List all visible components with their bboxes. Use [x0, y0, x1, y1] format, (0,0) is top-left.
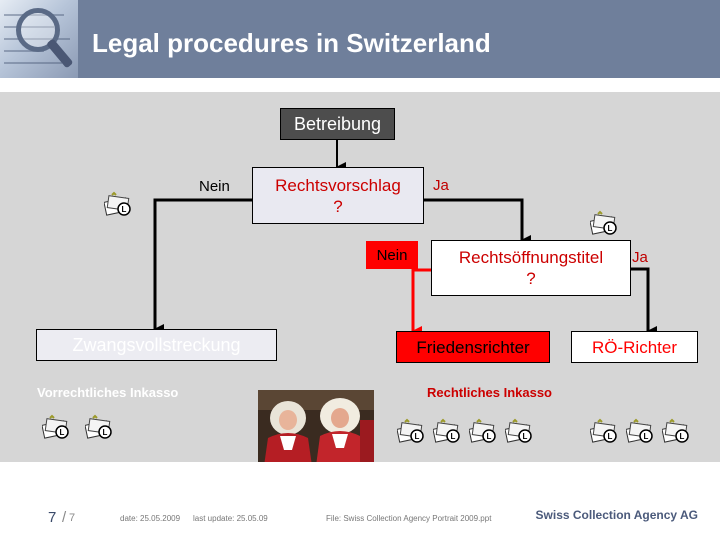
footer-company: Swiss Collection Agency AG	[535, 508, 698, 522]
node-rechtsoeffnungstitel-label: Rechtsöffnungstitel	[458, 248, 604, 267]
money-bag-icon: L	[397, 418, 424, 443]
node-friedensrichter: Friedensrichter	[396, 331, 550, 363]
label-nein-left: Nein	[199, 178, 230, 195]
money-bag-icon: L	[85, 414, 112, 439]
svg-text:L: L	[451, 432, 456, 441]
magnifier-logo-icon	[0, 0, 78, 78]
page-separator: /	[62, 509, 67, 526]
money-bag-icon: L	[662, 418, 689, 443]
arrow-ja-roe-richter	[631, 267, 657, 336]
money-bag-icon: L	[590, 210, 617, 235]
footer-date: date: 25.05.2009	[120, 514, 181, 523]
page-title: Legal procedures in Switzerland	[92, 28, 491, 58]
money-bag-icon: L	[469, 418, 496, 443]
judges-photo	[258, 390, 374, 466]
page-total: 7	[69, 512, 76, 524]
svg-text:L: L	[608, 432, 613, 441]
node-rechtsvorschlag: Rechtsvorschlag ?	[252, 167, 424, 224]
node-rechtsvorschlag-question: ?	[333, 196, 343, 216]
money-bag-icon: L	[590, 418, 617, 443]
svg-text:L: L	[644, 432, 649, 441]
footer-last-update: last update: 25.05.09	[193, 514, 268, 523]
svg-text:L: L	[523, 432, 528, 441]
section-rechtliches-inkasso: Rechtliches Inkasso	[427, 385, 552, 400]
arrow-ja-rechtsoeffnungstitel	[424, 198, 531, 245]
money-bag-icon: L	[626, 418, 653, 443]
svg-text:L: L	[487, 432, 492, 441]
node-rechtsvorschlag-label: Rechtsvorschlag	[275, 175, 401, 195]
header-bar: Legal procedures in Switzerland	[0, 0, 720, 78]
label-ja-right: Ja	[632, 249, 648, 266]
node-rechtsoeffnungstitel-question: ?	[526, 269, 536, 288]
svg-text:L: L	[608, 224, 613, 233]
node-betreibung: Betreibung	[280, 108, 395, 140]
header-divider	[0, 78, 720, 92]
svg-text:L: L	[122, 205, 127, 214]
node-zwangsvollstreckung: Zwangsvollstreckung	[36, 329, 277, 361]
footer-file: File: Swiss Collection Agency Portrait 2…	[326, 514, 492, 523]
footer	[0, 462, 720, 540]
money-bag-icon: L	[104, 191, 131, 216]
svg-text:L: L	[415, 432, 420, 441]
node-roe-richter: RÖ-Richter	[571, 331, 698, 363]
arrow-nein-zwangsvollstreckung	[153, 198, 252, 334]
money-bag-icon: L	[505, 418, 532, 443]
label-nein-red: Nein	[366, 241, 418, 269]
money-bag-icon: L	[42, 414, 69, 439]
label-ja-top: Ja	[433, 177, 449, 194]
money-bag-icon: L	[433, 418, 460, 443]
svg-text:L: L	[60, 428, 65, 437]
node-rechtsoeffnungstitel: Rechtsöffnungstitel ?	[431, 240, 631, 296]
svg-text:L: L	[103, 428, 108, 437]
svg-text:L: L	[680, 432, 685, 441]
section-vorrechtliches-inkasso: Vorrechtliches Inkasso	[37, 385, 179, 400]
page-number: 7	[48, 509, 57, 526]
arrow-nein-friedensrichter	[411, 268, 431, 336]
